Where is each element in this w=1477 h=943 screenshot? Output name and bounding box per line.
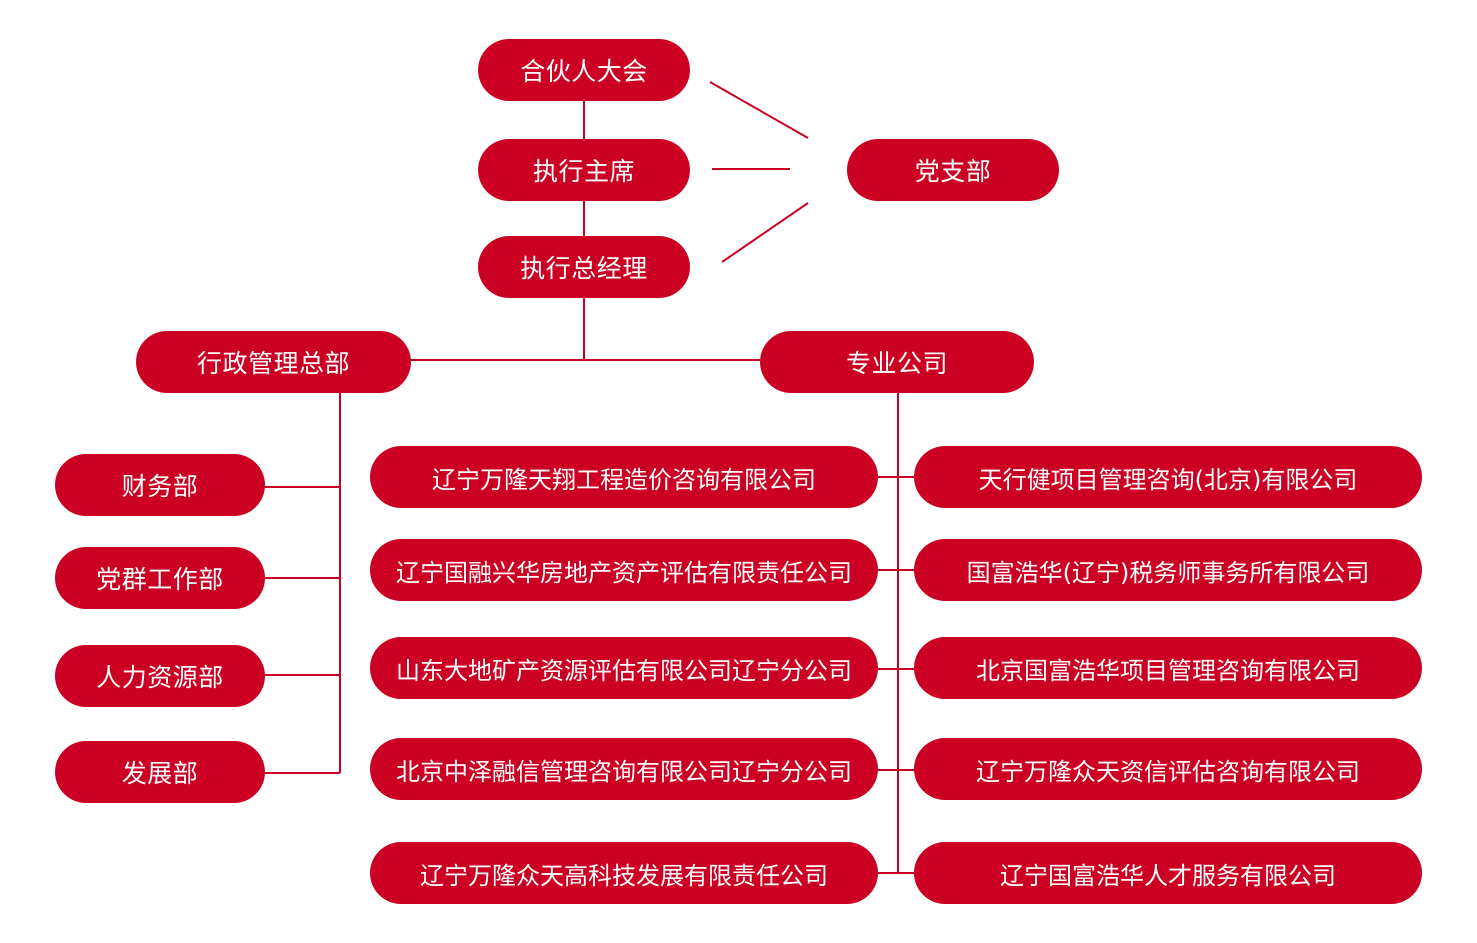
company-node: 辽宁国富浩华人才服务有限公司	[914, 842, 1422, 904]
department-node: 人力资源部	[55, 645, 265, 707]
company-node: 辽宁国融兴华房地产资产评估有限责任公司	[370, 539, 878, 601]
company-node: 辽宁万隆众天资信评估咨询有限公司	[914, 738, 1422, 800]
company-node: 天行健项目管理咨询(北京)有限公司	[914, 446, 1422, 508]
company-node: 辽宁万隆众天高科技发展有限责任公司	[370, 842, 878, 904]
company-node: 辽宁万隆天翔工程造价咨询有限公司	[370, 446, 878, 508]
department-node: 党群工作部	[55, 547, 265, 609]
partners-meeting-node: 合伙人大会	[478, 39, 690, 101]
party-link-top	[709, 81, 809, 139]
company-node: 国富浩华(辽宁)税务师事务所有限公司	[914, 539, 1422, 601]
department-node: 发展部	[55, 741, 265, 803]
company-node: 北京国富浩华项目管理咨询有限公司	[914, 637, 1422, 699]
party-branch-node: 党支部	[847, 139, 1059, 201]
admin-hq-node: 行政管理总部	[136, 331, 411, 393]
party-link-bottom	[721, 202, 809, 263]
department-node: 财务部	[55, 454, 265, 516]
company-node: 山东大地矿产资源评估有限公司辽宁分公司	[370, 637, 878, 699]
professional-companies-node: 专业公司	[760, 331, 1034, 393]
executive-gm-node: 执行总经理	[478, 236, 690, 298]
executive-chairman-node: 执行主席	[478, 139, 690, 201]
company-node: 北京中泽融信管理咨询有限公司辽宁分公司	[370, 738, 878, 800]
